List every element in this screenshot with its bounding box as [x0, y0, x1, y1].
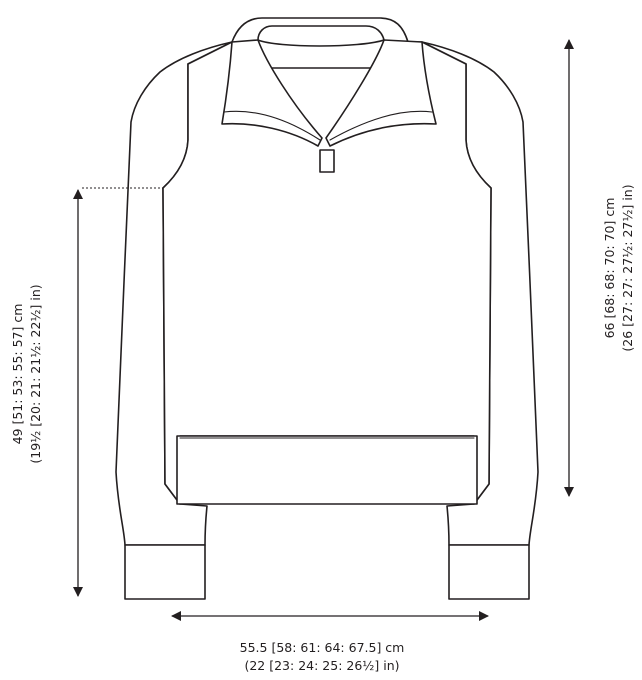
- right-sleeve: [421, 41, 539, 600]
- width-metric-label: 55.5 [58: 61: 64: 67.5] cm: [240, 640, 405, 655]
- collar: [221, 17, 437, 173]
- length-imperial-label: (26 [27: 27: 27½: 27½] in): [620, 184, 635, 351]
- body-outline: [162, 41, 492, 505]
- width-imperial-label: (22 [23: 24: 25: 26½] in): [244, 658, 399, 673]
- collar-neck-opening: [257, 25, 385, 47]
- collar-right-fold-line: [329, 110, 433, 141]
- zip-placket: [319, 149, 335, 173]
- collar-left-fold-line: [223, 110, 321, 141]
- collar-right-lapel: [325, 39, 437, 147]
- right-cuff: [448, 544, 530, 600]
- body: [162, 41, 492, 505]
- left-cuff: [124, 544, 206, 600]
- collar-left-lapel: [221, 39, 323, 147]
- hem-rib: [176, 435, 478, 505]
- length-metric-label: 66 [68: 68: 70: 70] cm: [602, 198, 617, 339]
- sleeve-metric-label: 49 [51: 53: 55: 57] cm: [10, 304, 25, 445]
- sleeve-imperial-label: (19½ [20: 21: 21½: 22½] in): [28, 284, 43, 463]
- left-sleeve: [115, 41, 233, 600]
